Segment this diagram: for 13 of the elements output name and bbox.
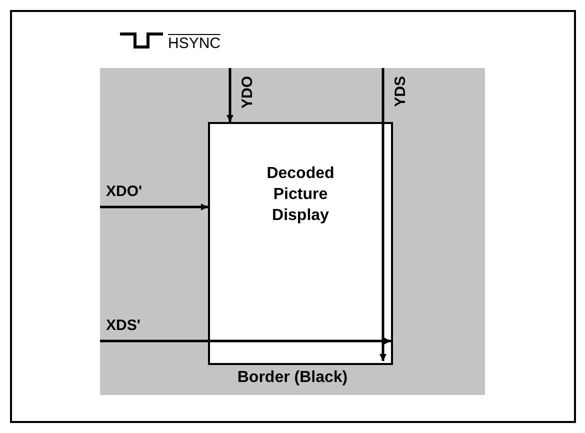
arrow (226, 68, 234, 122)
signal-name: HSYNC (168, 34, 221, 51)
area-label: Border (Black) (237, 368, 348, 388)
arrow (100, 338, 391, 344)
edge-label: XDO' (106, 184, 142, 199)
border-area (100, 68, 485, 395)
picture-area (208, 122, 393, 365)
edge-label: YDS (393, 76, 408, 107)
edge-label: XDS' (106, 318, 140, 333)
arrow (100, 204, 208, 210)
area-label: Decoded Picture Display (266, 164, 336, 226)
edge-label: YDO (240, 76, 255, 109)
arrow (380, 68, 386, 361)
